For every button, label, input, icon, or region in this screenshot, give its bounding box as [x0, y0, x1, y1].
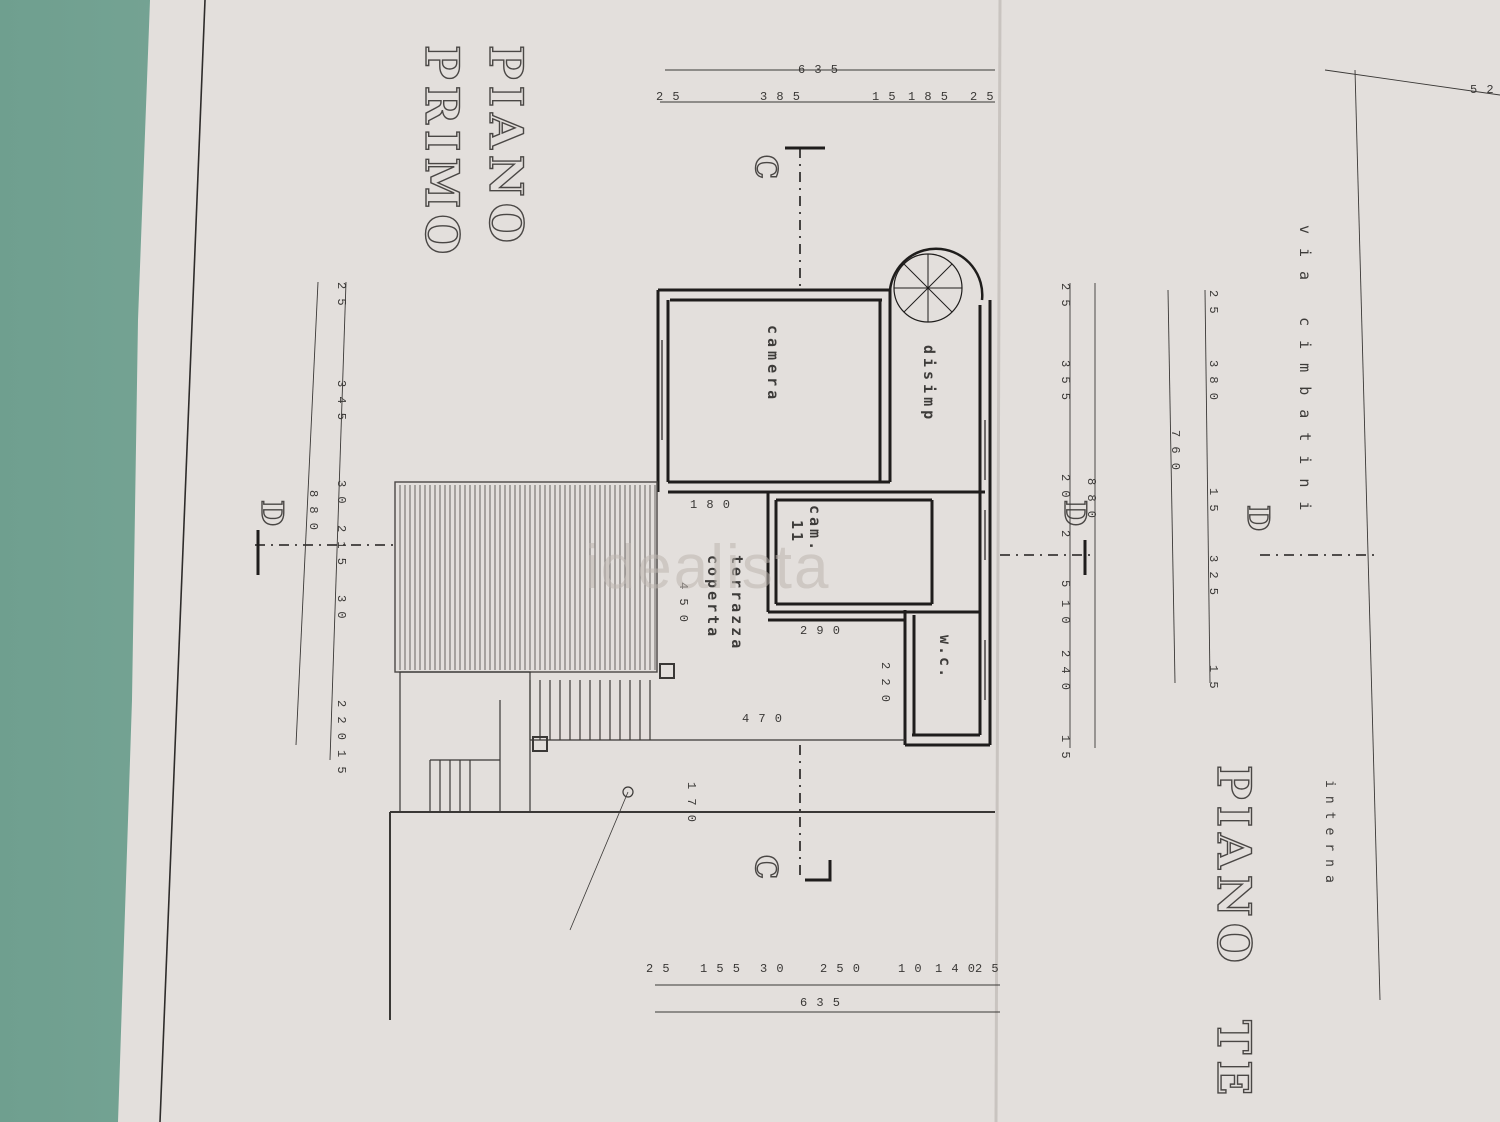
dim-interior: 2 9 0 — [800, 624, 841, 638]
spiral-staircase — [888, 247, 984, 323]
section-lines — [255, 148, 1380, 880]
dim-top-part: 2 5 — [656, 90, 681, 104]
dim-far-part: 1 5 — [1206, 488, 1220, 513]
paper-sheet — [118, 0, 1500, 1122]
dim-left-part: 2 5 — [334, 282, 348, 307]
room-camera: camera — [764, 325, 782, 403]
dim-left-part: 1 5 — [334, 750, 348, 775]
dim-interior: 4 5 0 — [676, 582, 690, 623]
dim-right-part: 2 0 — [1058, 474, 1072, 499]
dim-left-part: 2 1 5 — [334, 525, 348, 566]
building-walls — [656, 288, 992, 747]
dim-interior: 1 8 0 — [690, 498, 731, 512]
dim-right-part: 2 4 0 — [1058, 650, 1072, 691]
dim-top-total: 6 3 5 — [798, 63, 839, 77]
dim-far-part: 2 5 — [1206, 290, 1220, 315]
dimension-labels: 6 3 5 2 5 3 8 5 1 5 1 8 5 2 5 2 5 1 5 5 3 0 2 5 0… — [306, 63, 1495, 1010]
dim-right-part: 1 0 — [1058, 600, 1072, 625]
dim-bottom-part: 2 5 — [646, 962, 671, 976]
terrace-hatch-lines — [399, 485, 656, 670]
room-wc: w.c. — [936, 635, 954, 679]
room-cam-number: 11 — [788, 520, 806, 544]
dim-left-part: 3 0 — [334, 480, 348, 505]
dim-left-part: 3 4 5 — [334, 380, 348, 421]
dim-far-total: 7 6 0 — [1168, 430, 1182, 471]
section-label-d-right: D — [1057, 500, 1092, 532]
dim-interior: 4 7 0 — [742, 712, 783, 726]
dim-top-part: 1 8 5 — [908, 90, 949, 104]
section-label-d-far: D — [1240, 505, 1275, 537]
section-label-c-bottom: C — [748, 855, 783, 885]
dim-right-part: 5 — [1058, 580, 1072, 588]
dim-left-part: 2 2 0 — [334, 700, 348, 741]
dim-right-part: 3 5 5 — [1058, 360, 1072, 401]
dim-right-part: 1 5 — [1058, 735, 1072, 760]
dim-top-part: 1 5 — [872, 90, 897, 104]
dim-bottom-part: 1 4 0 — [935, 962, 976, 976]
section-label-d-left: D — [254, 500, 289, 532]
room-disimp: disimp — [920, 345, 938, 423]
dim-far-part: 3 2 5 — [1206, 555, 1220, 596]
dim-bottom-part: 2 5 0 — [820, 962, 861, 976]
paper-fold — [994, 0, 1002, 1122]
title-piano-right: PIANO — [1207, 765, 1261, 969]
page-border-line — [159, 0, 206, 1122]
dim-right-total: 8 8 0 — [1084, 478, 1098, 519]
dim-far-part: 3 8 0 — [1206, 360, 1220, 401]
dim-bottom-part: 3 0 — [760, 962, 785, 976]
dim-bottom-total: 6 3 5 — [800, 996, 841, 1010]
title-piano: PIANO — [479, 45, 533, 249]
dim-top-part: 2 5 — [970, 90, 995, 104]
dim-interior: 2 2 0 — [878, 662, 892, 703]
title-primo: PRIMO — [415, 45, 469, 260]
street-label-2: interna — [1322, 780, 1337, 891]
dim-right-part: 2 5 — [1058, 283, 1072, 308]
room-cam-label: cam. — [806, 505, 824, 553]
section-label-c: C — [748, 155, 783, 185]
street-label: via cimbatini — [1296, 225, 1314, 524]
dim-left-total: 8 8 0 — [306, 490, 320, 531]
external-stairs — [389, 663, 995, 1020]
dimension-lines — [295, 69, 1500, 1013]
watermark: idealista — [585, 533, 830, 602]
dim-right-part: 2 — [1058, 530, 1072, 538]
dim-far-top: 5 2 — [1470, 83, 1495, 97]
dim-far-part: 1 5 — [1206, 665, 1220, 690]
dim-bottom-part: 1 0 — [898, 962, 923, 976]
section-markers — [256, 146, 1087, 882]
dim-interior: 1 7 0 — [684, 782, 698, 823]
dim-top-part: 3 8 5 — [760, 90, 801, 104]
room-terrazza: terrazza — [728, 555, 746, 651]
windows — [661, 340, 986, 700]
dim-left-part: 3 0 — [334, 595, 348, 620]
room-coperta: coperta — [704, 555, 722, 639]
dim-bottom-part: 1 5 5 — [700, 962, 741, 976]
dim-bottom-part: 2 5 — [975, 962, 1000, 976]
title-te-right: TE — [1207, 1020, 1261, 1101]
